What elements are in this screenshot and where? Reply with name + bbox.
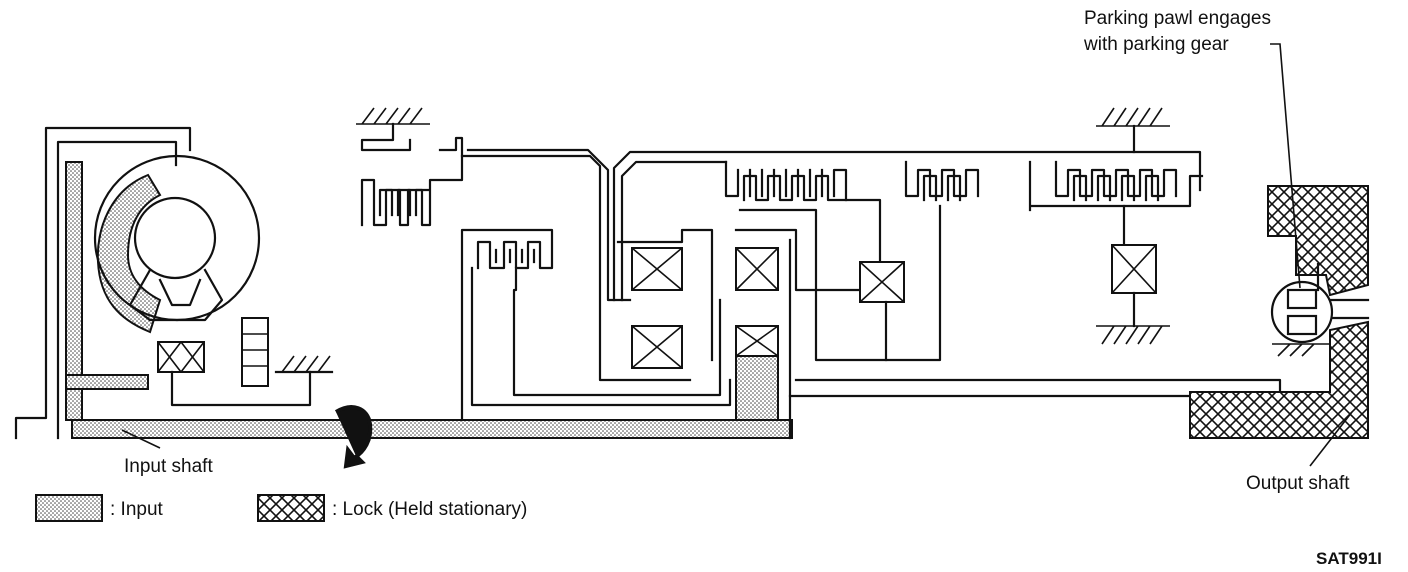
input-shaft <box>14 126 793 440</box>
parking-label-line2: with parking gear <box>1083 34 1229 55</box>
legend-input-swatch <box>35 494 103 522</box>
parking-pawl <box>1270 262 1334 357</box>
legend-lock-label: : Lock (Held stationary) <box>332 499 527 520</box>
legend-lock-swatch <box>257 494 325 522</box>
front-brake-assembly <box>356 107 692 382</box>
leader-lines <box>121 43 1353 467</box>
figure-code: SAT991I <box>1316 549 1382 568</box>
clutch-packs-upper <box>724 160 980 362</box>
center-bearing-stack <box>616 228 888 440</box>
parking-label-line1: Parking pawl engages <box>1084 8 1271 29</box>
rear-brake-assembly <box>1028 107 1204 345</box>
torque-converter <box>93 154 334 407</box>
input-shaft-label: Input shaft <box>124 456 213 477</box>
top-drum <box>612 150 1202 302</box>
output-shaft-label: Output shaft <box>1246 473 1350 494</box>
clutch-two <box>460 228 732 422</box>
legend-input-label: : Input <box>110 499 164 520</box>
rotation-arrow-icon <box>334 405 373 469</box>
output-shaft <box>788 185 1370 439</box>
